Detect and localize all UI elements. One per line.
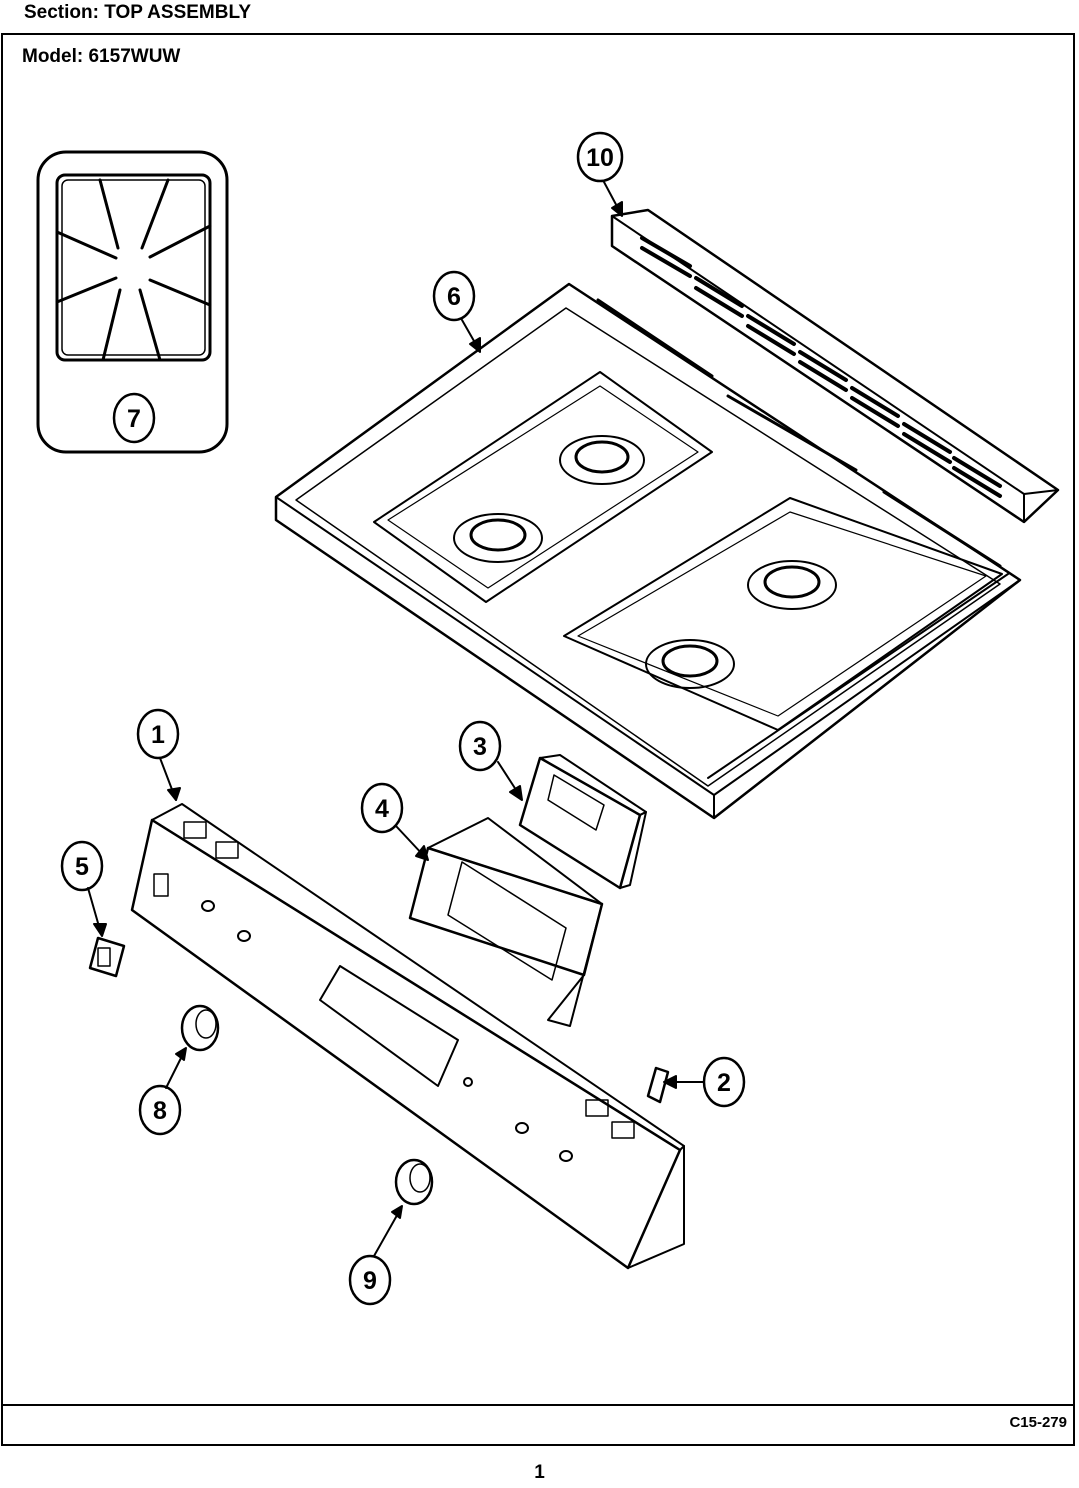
callout-9-label: 9	[363, 1267, 377, 1295]
section-title: Section: TOP ASSEMBLY	[24, 2, 251, 23]
callout-7-bubble	[112, 392, 156, 444]
callout-8-bubble	[138, 1084, 182, 1136]
callout-5-bubble	[60, 840, 104, 892]
part-7-burner-grate	[36, 150, 229, 454]
callout-2-label: 2	[717, 1069, 731, 1097]
callout-3-bubble	[458, 720, 502, 772]
callout-5-label: 5	[75, 853, 89, 881]
footer-divider	[1, 1404, 1075, 1406]
part-3-clock-module	[518, 754, 647, 890]
callout-7-label: 7	[127, 405, 141, 433]
diagram-frame	[1, 33, 1075, 1446]
part-9-knob	[394, 1158, 434, 1206]
callout-4-label: 4	[375, 795, 389, 823]
callout-1-label: 1	[151, 721, 165, 749]
callout-10-bubble	[576, 131, 624, 183]
leader-lines	[87, 181, 705, 1257]
callout-bubbles	[60, 131, 746, 1306]
part-6-cooktop	[274, 282, 1022, 820]
callout-4-bubble	[360, 782, 404, 834]
callout-2-bubble	[702, 1056, 746, 1108]
callout-1-bubble	[136, 708, 180, 760]
model-label: Model: 6157WUW	[22, 46, 181, 67]
callout-6-label: 6	[447, 283, 461, 311]
page-number: 1	[534, 1462, 545, 1483]
callout-9-bubble	[348, 1254, 392, 1306]
part-8-knob	[180, 1004, 220, 1052]
callout-3-label: 3	[473, 733, 487, 761]
part-5-switch	[88, 936, 126, 978]
diagram-code: C15-279	[1009, 1414, 1067, 1431]
part-1-control-panel	[130, 803, 685, 1270]
callout-6-bubble	[432, 270, 476, 322]
part-10-vent-trim	[610, 208, 1060, 524]
part-2-indicator	[646, 1066, 670, 1104]
part-4-bracket	[408, 817, 604, 1027]
callout-10-label: 10	[586, 144, 614, 172]
callout-8-label: 8	[153, 1097, 167, 1125]
